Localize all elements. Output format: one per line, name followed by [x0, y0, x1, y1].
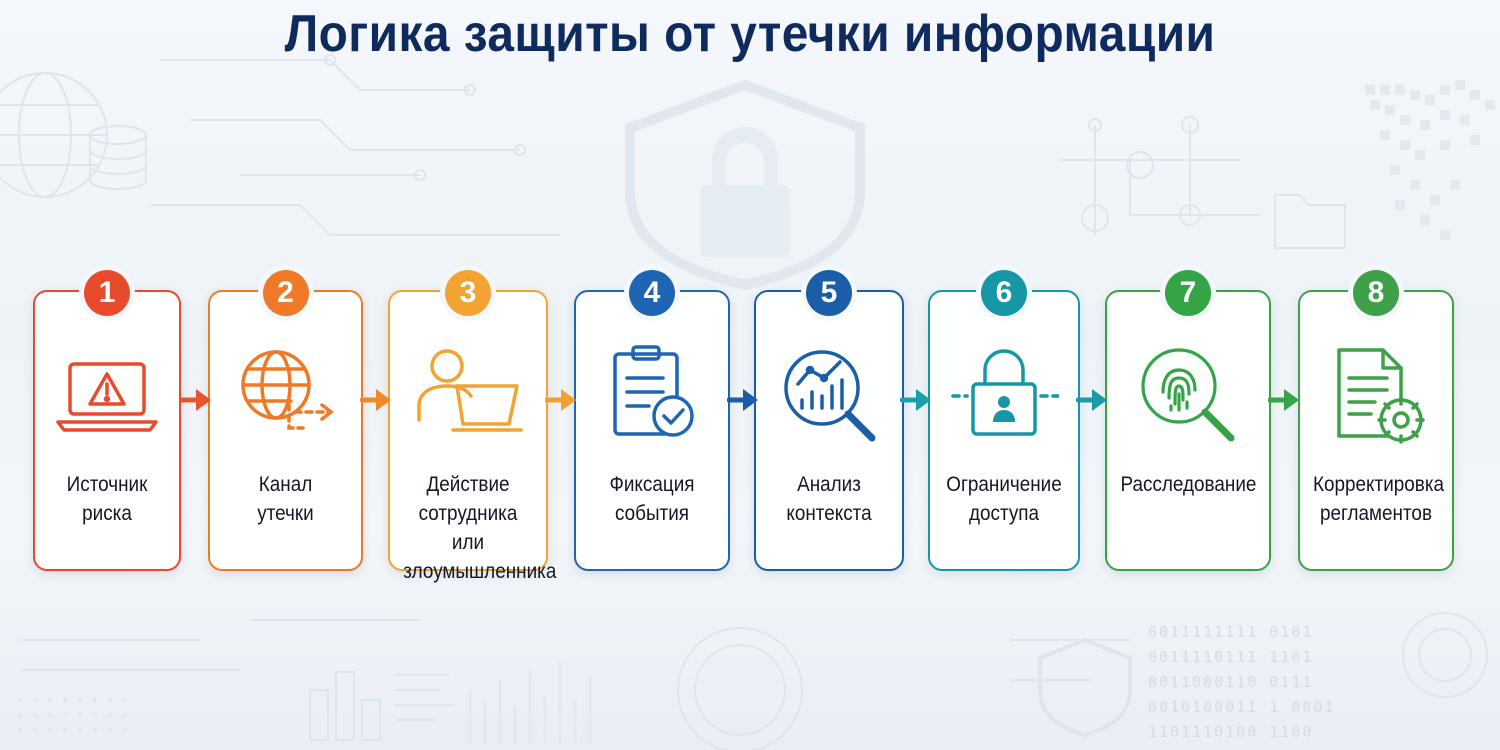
binary-row: 0010100011 1 0001: [1148, 698, 1336, 716]
flow-arrow: [180, 389, 211, 411]
background-padlock-icon: [700, 127, 790, 257]
step-label: Действие сотрудника или злоумышленника: [403, 473, 557, 583]
step-5-card: 5 Анализ контекста: [754, 270, 904, 571]
background-binary-text: 0011111111 0101 0011110111 1101 00110001…: [1148, 623, 1336, 741]
binary-row: 1101110100 1100: [1148, 723, 1313, 741]
binary-row: 0011111111 0101: [1148, 623, 1313, 641]
step-number-badge: 1: [84, 270, 130, 316]
step-number-badge: 8: [1353, 270, 1399, 316]
step-6-card: 6 Ограничение доступа: [928, 270, 1080, 571]
step-label: Расследование: [1120, 473, 1257, 496]
step-label: Корректировка регламентов: [1313, 473, 1445, 525]
chart-magnifier-icon: [784, 350, 876, 442]
background-graph-bars: [468, 660, 592, 745]
padlock-user-icon: [949, 349, 1059, 436]
binary-row: 0011110111 1101: [1148, 648, 1313, 666]
background-database-icon: [89, 125, 147, 190]
step-label: Источник риска: [66, 473, 148, 525]
step-8-card: 8 Корректировка регламентов: [1298, 270, 1454, 571]
step-label: Анализ контекста: [786, 473, 872, 525]
step-number-badge: 5: [806, 270, 852, 316]
step-4-card: 4 Фиксация события: [574, 270, 730, 571]
background-globe-icon: [0, 72, 108, 198]
step-label: Канал утечки: [257, 473, 314, 525]
step-number-badge: 6: [981, 270, 1027, 316]
document-gear-icon: [1337, 348, 1425, 444]
step-number-badge: 3: [445, 270, 491, 316]
step-1-card: 1 Источник риска: [33, 270, 181, 571]
fingerprint-magnifier-icon: [1141, 348, 1235, 442]
step-number-badge: 2: [262, 270, 309, 316]
globe-transfer-icon: [240, 350, 334, 430]
step-number-badge: 7: [1165, 270, 1211, 316]
user-laptop-icon: [417, 349, 523, 432]
flow-arrow: [1076, 389, 1107, 411]
background-chart-icon: [309, 671, 455, 741]
background-folder-icon: [1274, 194, 1346, 249]
clipboard-check-icon: [613, 345, 694, 437]
flow-arrow: [727, 389, 758, 411]
background-shield-icon: [625, 79, 865, 291]
background-map-dots: [1365, 80, 1495, 240]
step-2-card: 2 Канал утечки: [208, 270, 363, 571]
binary-row: 0011000110 0111: [1148, 673, 1313, 691]
step-3-card: 3 Действие сотрудника или злоумышленника: [388, 270, 556, 583]
page-title: Логика защиты от утечки информации: [284, 5, 1216, 63]
step-label: Фиксация события: [609, 473, 695, 525]
step-number-badge: 4: [629, 270, 675, 316]
step-7-card: 7 Расследование: [1105, 270, 1271, 571]
laptop-warning-icon: [56, 362, 158, 432]
flow-arrow: [360, 389, 391, 411]
step-label: Ограничение доступа: [946, 473, 1062, 525]
flow-arrow: [900, 389, 931, 411]
flow-arrow: [1268, 389, 1299, 411]
flow-arrow: [545, 389, 576, 411]
